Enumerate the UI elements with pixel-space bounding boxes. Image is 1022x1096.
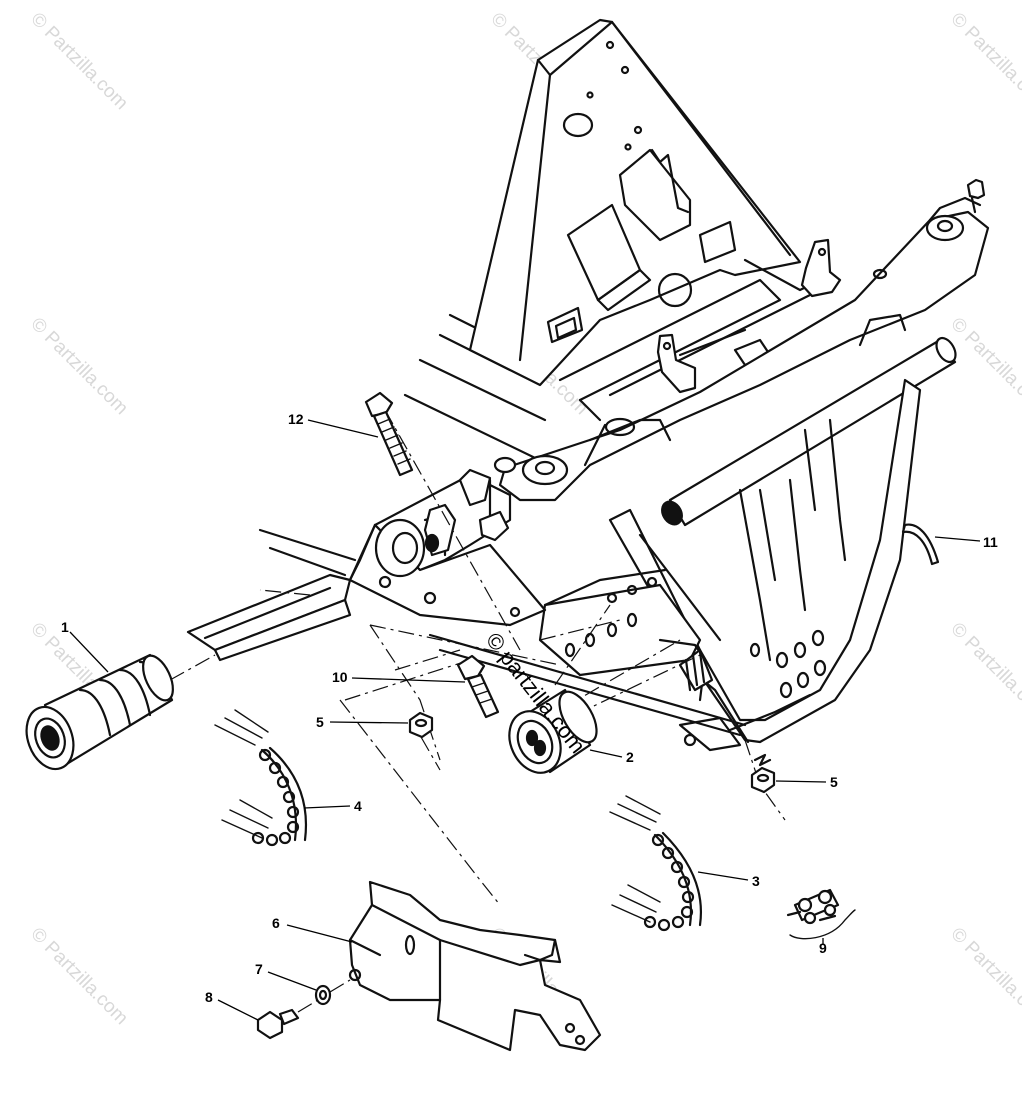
part-4-chain: [214, 709, 307, 847]
part-2-roller: [508, 688, 598, 774]
callout-label-7: 7: [255, 961, 263, 977]
watermark: © Partzilla.com: [26, 9, 131, 114]
watermark: © Partzilla.com: [946, 314, 1022, 419]
callout-label-5a: 5: [316, 714, 324, 730]
part-1-spring-cylinder: [25, 653, 174, 771]
watermark: © Partzilla.com: [946, 924, 1022, 1029]
watermark: © Partzilla.com: [26, 314, 131, 419]
part-6-guard-bracket: [348, 880, 602, 1052]
callout-label-4: 4: [354, 798, 362, 814]
frame-spindle-beam: [493, 178, 990, 502]
callout-label-5b: 5: [830, 774, 838, 790]
callout-label-10: 10: [332, 669, 348, 685]
part-5-nut-upper: [408, 711, 441, 771]
frame-left-wedge: [186, 523, 377, 662]
part-5-nut-lower: [750, 753, 776, 794]
callout-label-11: 11: [983, 534, 998, 550]
callout-label-6: 6: [272, 915, 280, 931]
watermark: © Partzilla.com: [26, 924, 131, 1029]
part-12-long-bolt: [364, 391, 414, 477]
part-10-bolt: [456, 654, 500, 719]
frame-front-hoop: [608, 378, 922, 744]
frame-upright-plate: [468, 18, 802, 387]
callout-label-3: 3: [752, 873, 760, 889]
watermark: © Partzilla.com: [946, 619, 1022, 724]
frame-cross-members: [558, 238, 842, 422]
callout-label-2: 2: [626, 749, 634, 765]
frame-lower-channel: [538, 568, 714, 702]
part-8-bolt: [256, 979, 351, 1040]
pivot-housing: [348, 468, 547, 627]
part-3-chain: [609, 795, 702, 932]
watermark: © Partzilla.com: [946, 9, 1022, 114]
part-9-connector-link: [786, 888, 856, 940]
assembly-lines: [169, 409, 786, 906]
callouts: 1 2 3 4 5 5 6 7 8 9 10 11 12: [61, 411, 998, 1021]
callout-label-9: 9: [819, 940, 827, 956]
callout-label-1: 1: [61, 619, 69, 635]
callout-label-8: 8: [205, 989, 213, 1005]
frame-bumper-tube: [661, 313, 957, 527]
part-7-washer: [314, 984, 332, 1006]
callout-label-12: 12: [288, 411, 304, 427]
part-11-clip: [901, 523, 940, 566]
